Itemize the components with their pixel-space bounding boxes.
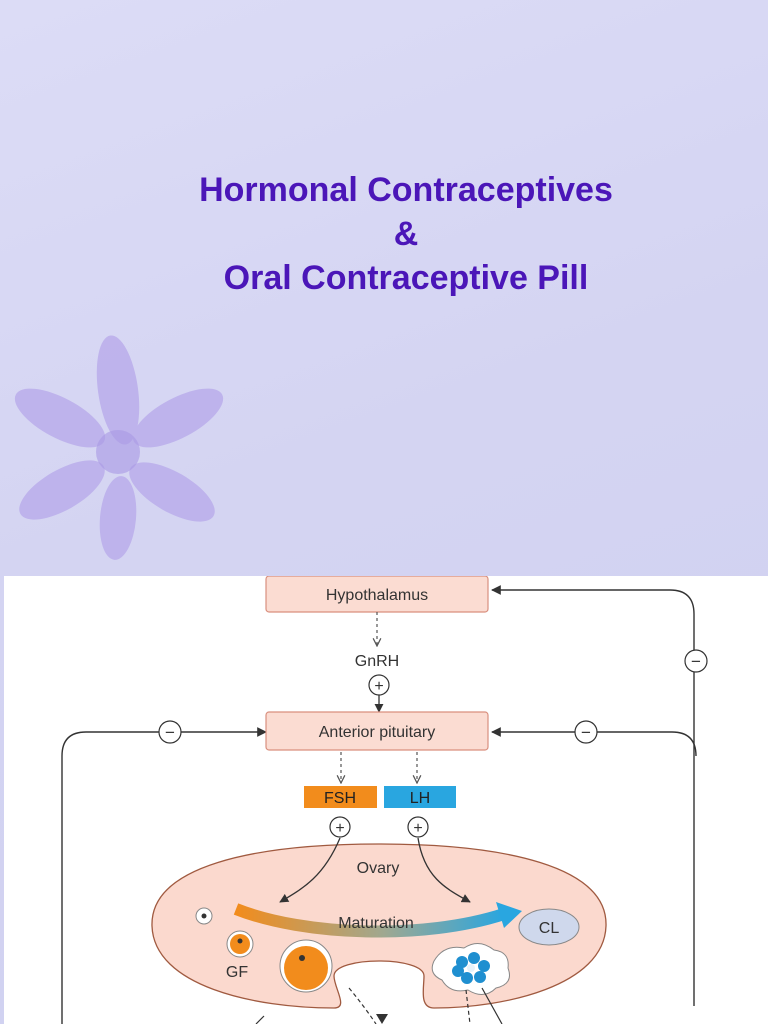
slide-title: Hormonal Contraceptives & Oral Contracep… xyxy=(0,168,768,300)
lh-plus-icon: + xyxy=(407,816,429,838)
hypothalamus-label: Hypothalamus xyxy=(326,587,428,604)
fsh-plus-icon: + xyxy=(329,816,351,838)
medium-follicle-icon xyxy=(226,930,254,958)
hypothalamus-box: Hypothalamus xyxy=(265,576,489,613)
fsh-label-box: FSH xyxy=(304,786,377,808)
corpus-luteum-icon: CL xyxy=(518,908,580,946)
large-follicle-icon xyxy=(279,939,333,993)
feedback-line-inner xyxy=(491,727,697,757)
svg-text:+: + xyxy=(374,678,383,695)
maturation-label: Maturation xyxy=(338,915,414,932)
minus-icon-right: − xyxy=(574,720,598,744)
decorative-flower-icon xyxy=(14,335,224,560)
gnrh-label: GnRH xyxy=(355,653,399,670)
anterior-pituitary-box: Anterior pituitary xyxy=(265,711,489,751)
svg-text:−: − xyxy=(165,723,175,742)
minus-icon-left: − xyxy=(158,720,182,744)
svg-text:+: + xyxy=(335,820,344,837)
svg-text:−: − xyxy=(581,723,591,742)
feedback-line-left xyxy=(61,727,267,1024)
minus-icon-top-right: − xyxy=(684,649,708,673)
cl-label: CL xyxy=(539,920,560,937)
fsh-label: FSH xyxy=(324,790,356,807)
small-follicle-icon xyxy=(195,907,213,925)
gnrh-plus-icon: + xyxy=(368,674,390,696)
gf-label: GF xyxy=(226,964,248,981)
anterior-pituitary-label: Anterior pituitary xyxy=(319,724,436,741)
title-line-1: Hormonal Contraceptives xyxy=(199,171,613,209)
svg-text:+: + xyxy=(413,820,422,837)
ovary-label: Ovary xyxy=(357,860,400,877)
hormone-feedback-diagram: Hypothalamus GnRH + Anterior pituitary −… xyxy=(4,576,768,1024)
maturation-arrow xyxy=(233,903,506,938)
lh-label: LH xyxy=(410,790,430,807)
ruptured-follicle-icon xyxy=(431,943,510,995)
lh-label-box: LH xyxy=(384,786,456,808)
title-line-3: Oral Contraceptive Pill xyxy=(223,259,589,297)
feedback-line-outer xyxy=(491,585,695,1006)
title-line-2: & xyxy=(393,215,419,253)
svg-text:−: − xyxy=(691,652,701,671)
